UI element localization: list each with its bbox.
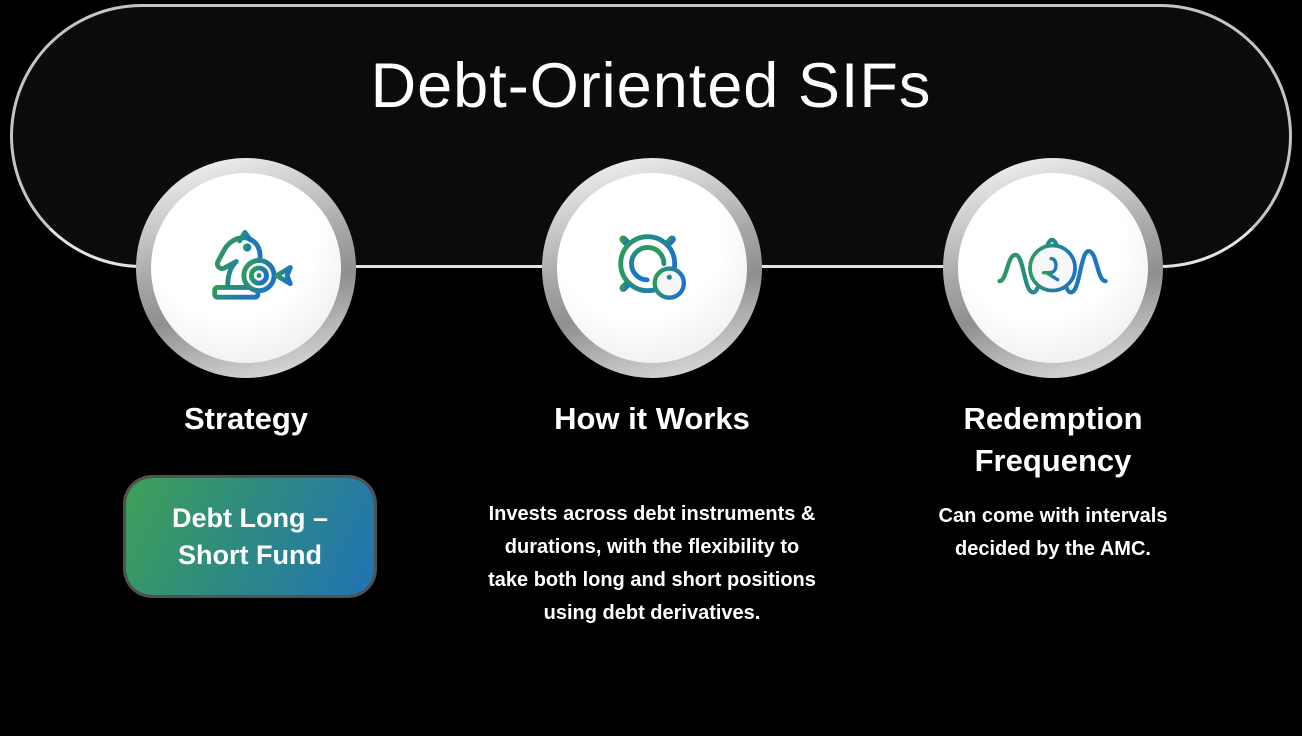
circle-strategy: [136, 158, 356, 378]
heading-how-it-works: How it Works: [554, 401, 750, 436]
circle-redemption-frequency: [943, 158, 1163, 378]
chess-knight-target-icon: [212, 229, 293, 300]
strategy-fund-chip-line1: Debt Long –: [172, 502, 328, 533]
page-title: Debt-Oriented SIFs: [370, 51, 932, 121]
heading-strategy: Strategy: [183, 401, 309, 436]
heading-redemption-frequency: Redemption Frequency: [963, 401, 1143, 478]
strategy-fund-chip-line2: Short Fund: [178, 539, 322, 570]
circle-how-it-works: [542, 158, 762, 378]
strategy-fund-chip: Debt Long – Short Fund: [126, 478, 374, 595]
waveform-rupee-icon: [997, 237, 1108, 295]
redemption-frequency-description: Can come with intervals decided by the A…: [938, 505, 1168, 560]
gear-info-icon: [609, 225, 687, 303]
how-it-works-description: Invests across debt instruments & durati…: [488, 503, 816, 624]
